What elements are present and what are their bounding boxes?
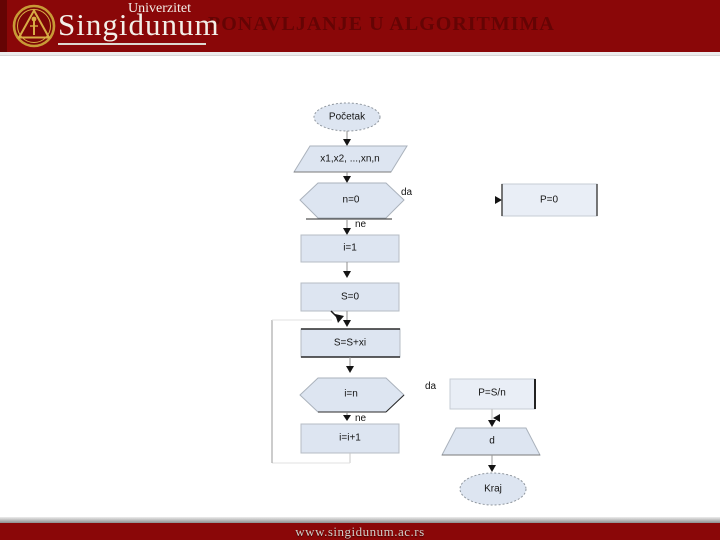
arrowhead-down-icon (343, 415, 351, 421)
arrowhead-right-icon (495, 196, 502, 204)
avg-label: P=S/n (478, 387, 506, 399)
process-sum-shape (300, 328, 401, 358)
arrowhead-down-icon (488, 465, 496, 472)
arrowhead-down-icon (343, 320, 351, 327)
start-label: Početak (328, 111, 366, 123)
decision-n0-shape (299, 182, 405, 219)
process-i1-shape (300, 234, 400, 263)
sum-label: S=S+xi (333, 337, 367, 349)
header-bar: PONAVLJANJE U ALGORITMIMA Univerzitet Si… (0, 0, 720, 52)
end-label: Kraj (484, 483, 502, 495)
arrowhead-loop-icon (335, 314, 344, 323)
shape-edge (385, 394, 405, 413)
process-avg-shape (449, 378, 536, 410)
start-terminator-shape (313, 102, 381, 132)
decision-n0-label: n=0 (342, 194, 360, 206)
slide-title-faint: PONAVLJANJE U ALGORITMIMA (208, 13, 555, 35)
arrowhead-down-icon (343, 176, 351, 183)
branch-da-2: da (425, 381, 437, 392)
arrowhead-down-icon (488, 420, 496, 427)
process-inc-shape (300, 423, 400, 454)
arrowhead-down-icon (343, 271, 351, 278)
decision-in-label: i=n (344, 388, 358, 400)
arrowhead-down-icon (343, 228, 351, 235)
footer-bar: www.singidunum.ac.rs (0, 523, 720, 540)
brand-underline (58, 43, 206, 45)
i1-label: i=1 (343, 242, 357, 254)
s0-label: S=0 (340, 291, 360, 303)
footer-url-link[interactable]: www.singidunum.ac.rs (295, 524, 425, 539)
arrowhead-down-icon (346, 366, 354, 373)
header-separator (0, 52, 720, 56)
university-label: Univerzitet (128, 1, 191, 16)
arrowhead-left-icon (493, 414, 500, 422)
process-s0-shape (300, 282, 400, 312)
footer-silver-strip (0, 517, 720, 523)
branch-ne-2: ne (355, 413, 367, 424)
branch-ne-1: ne (355, 219, 367, 230)
singidunum-logo-icon (12, 4, 56, 48)
output-label: d (489, 435, 495, 447)
header-left-strip (0, 0, 7, 52)
p0-label: P=0 (539, 194, 559, 206)
end-terminator-shape (459, 472, 527, 506)
input-label: x1,x2, ...,xn,n (320, 153, 380, 165)
arrowhead-down-icon (343, 139, 351, 146)
branch-da-1: da (401, 187, 413, 198)
brand-name: Singidunum (58, 7, 220, 42)
inc-label: i=i+1 (339, 432, 361, 444)
